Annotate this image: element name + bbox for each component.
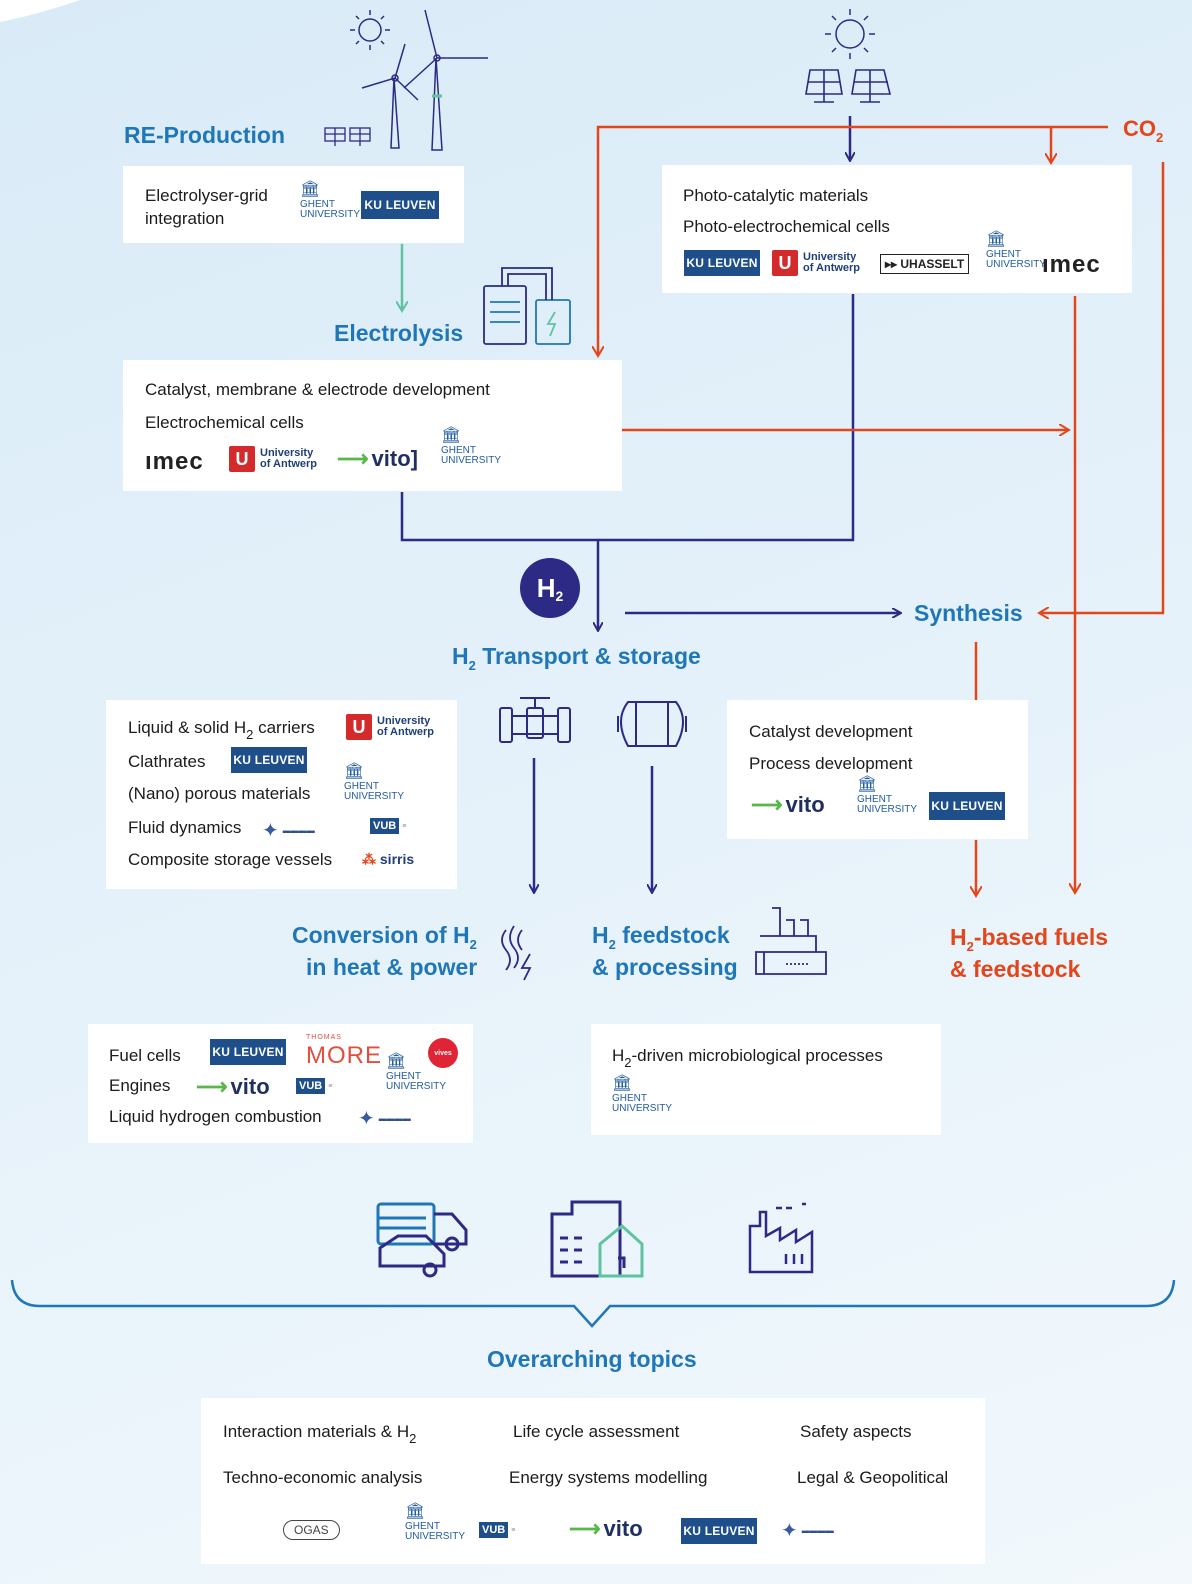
uhasselt-logo: ▸▸ UHASSELT [880,254,970,274]
conversion-title: Conversion of H2 [292,922,477,952]
transport-title: H2 Transport & storage [452,643,701,673]
sun-icon [350,10,390,50]
box-line: Liquid hydrogen combustion [109,1107,322,1126]
wire-co2-to-synthesis [1040,162,1165,613]
fuels-title-line2: & feedstock [950,956,1081,982]
vub-logo: VUB≡ [296,1078,332,1094]
overarching-brace [10,1279,1176,1328]
buildings-icon [550,1200,644,1278]
topic-item: Legal & Geopolitical [797,1468,949,1487]
sirris-logo: ⁂ sirris [362,851,415,867]
von-karman-institute-logo: ✦▬▬▬▬ [781,1520,834,1542]
feedstock-title-line2: & processing [592,954,738,980]
box-line: Fluid dynamics [128,818,242,837]
wire-photo-to-h2 [598,294,855,542]
re-production-title: RE-Production [124,122,285,148]
topic-item: Interaction materials & H2 [223,1422,417,1446]
wire-co2-to-electrolysis [598,125,1108,355]
overarching-title: Overarching topics [487,1346,697,1372]
overarching-box: Interaction materials & H2 Life cycle as… [201,1398,985,1564]
vito-logo: ⟶vito [569,1516,643,1541]
von-karman-institute-logo: ✦▬▬▬▬ [358,1108,411,1130]
heat-power-icon [501,925,532,981]
fuels-title: H2-based fuels [950,924,1109,954]
imec-logo: ımec [145,448,204,475]
wind-turbine-icon [361,9,488,151]
box-line: Electrochemical cells [145,413,304,432]
topic-item: Energy systems modelling [509,1468,708,1487]
synthesis-title: Synthesis [914,600,1023,626]
box-line: Catalyst, membrane & electrode developme… [145,380,490,399]
vives-logo: vives [428,1038,458,1068]
box-line: Photo-catalytic materials [683,186,869,205]
box-line: (Nano) porous materials [128,784,311,803]
corner-decoration [0,0,80,22]
topic-item: Safety aspects [800,1422,912,1441]
sun-icon [825,9,875,59]
vito-logo: ⟶vito [196,1074,270,1099]
valve-icon [499,697,571,743]
box-line: Clathrates [128,752,206,771]
imec-logo: ımec [1042,251,1101,278]
electrolyser-icon [483,267,571,345]
box-line: Fuel cells [109,1046,181,1065]
box-line: integration [145,209,225,228]
factory-icon [755,907,827,975]
ku-leuven-logo: KU LEUVEN [681,1518,757,1544]
box-line: Electrolyser-grid [145,186,268,205]
box-line: Catalyst development [749,722,913,741]
box-line: Photo-electrochemical cells [683,217,890,236]
feedstock-title: H2 feedstock [592,922,730,952]
electrolysis-title: Electrolysis [334,320,464,346]
photo-box: Photo-catalytic materials Photo-electroc… [662,165,1132,293]
synthesis-box: Catalyst development Process development… [727,700,1028,839]
box-line: Process development [749,754,913,773]
vito-logo: ⟶vito [751,792,825,817]
box-line: H2-driven microbiological processes [612,1046,883,1070]
vub-logo: VUB≡ [370,818,406,834]
vito-logo: ⟶vito] [337,446,418,471]
electrolysis-box: Catalyst, membrane & electrode developme… [123,360,622,491]
ku-leuven-logo: KU LEUVEN [361,191,439,219]
transport-icon [376,1202,468,1278]
feedstock-box: H2-driven microbiological processes 🏛GHE… [591,1024,941,1135]
von-karman-institute-logo: ✦▬▬▬▬ [262,820,315,842]
ku-leuven-logo: KU LEUVEN [210,1039,286,1065]
wire-electrolysis-to-h2 [400,492,598,630]
industry-icon [748,1202,814,1274]
tank-icon [617,701,687,747]
solar-panel-icon [805,69,892,103]
ku-leuven-logo: KU LEUVEN [231,747,307,773]
topic-item: Life cycle assessment [513,1422,680,1441]
conversion-title-line2: in heat & power [306,954,478,980]
box-line: Liquid & solid H2 carriers [128,718,315,742]
box-line: Composite storage vessels [128,850,333,869]
box-line: Engines [109,1076,171,1095]
solar-panel-icon [324,127,371,146]
ku-leuven-logo: KU LEUVEN [684,250,760,276]
co2-label: CO2 [1123,116,1164,145]
topic-item: Techno-economic analysis [223,1468,423,1487]
ku-leuven-logo: KU LEUVEN [929,792,1005,820]
cogas-logo: OGAS [283,1520,340,1540]
vub-logo: VUB≡ [479,1522,515,1538]
